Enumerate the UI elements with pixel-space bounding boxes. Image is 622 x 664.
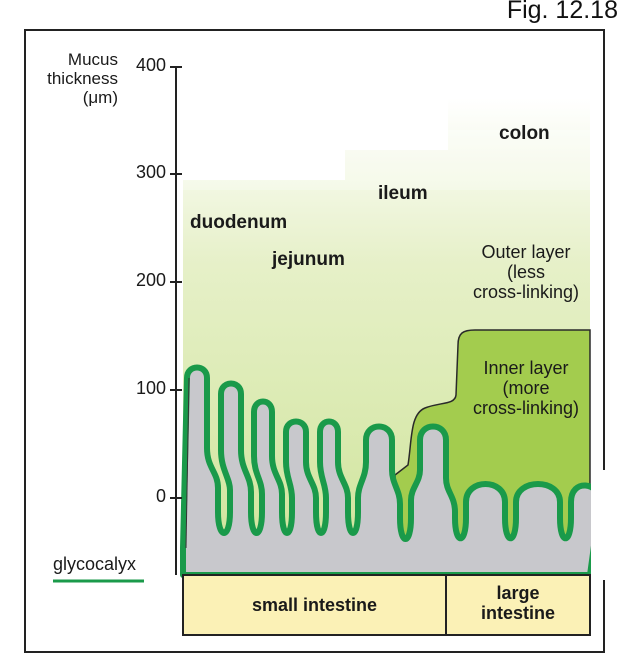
axis-title: Mucus thickness (μm) — [47, 50, 118, 108]
label-outer-layer: Outer layer (less cross-linking) — [472, 242, 580, 303]
label-small-intestine: small intestine — [251, 595, 378, 615]
label-large-intestine: large intestine — [480, 583, 555, 624]
small-intestine-box — [182, 574, 447, 636]
label-inner-layer: Inner layer (more cross-linking) — [472, 358, 580, 419]
tick-200: 200 — [135, 270, 166, 290]
label-colon: colon — [499, 123, 550, 144]
glycocalyx-label: glycocalyx — [53, 554, 137, 574]
large-intestine-box — [445, 574, 591, 636]
label-duodenum: duodenum — [190, 212, 288, 233]
tissue-edge — [185, 377, 190, 549]
tick-300: 300 — [135, 162, 166, 182]
label-jejunum: jejunum — [272, 249, 345, 270]
figure-label: Fig. 12.18 — [506, 0, 618, 24]
tissue-villi — [180, 364, 603, 578]
tick-0: 0 — [155, 486, 166, 506]
tick-100: 100 — [135, 378, 166, 398]
tick-400: 400 — [135, 55, 166, 75]
label-ileum: ileum — [378, 183, 428, 204]
